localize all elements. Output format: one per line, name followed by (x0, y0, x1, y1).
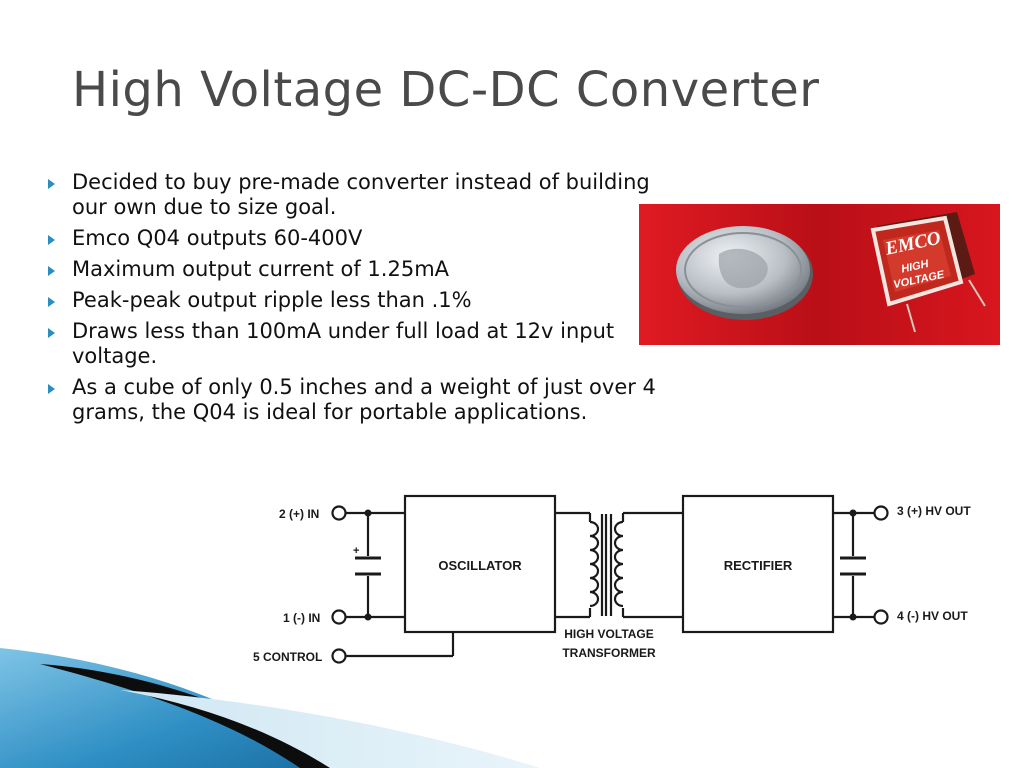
transformer-symbol (589, 514, 624, 616)
junction-dot (849, 509, 857, 517)
oscillator-block (403, 494, 557, 634)
bullet-item: Emco Q04 outputs 60-400V (42, 226, 662, 251)
pin3-label: 3 (+) HV OUT (897, 504, 971, 518)
bullet-item: Peak-peak output ripple less than .1% (42, 288, 662, 313)
bullet-text: Draws less than 100mA under full load at… (72, 319, 615, 368)
bullet-text: As a cube of only 0.5 inches and a weigh… (72, 375, 656, 424)
triangle-right-icon (48, 297, 55, 307)
terminal-pin5 (331, 648, 347, 664)
pin5-label: 5 CONTROL (253, 650, 322, 664)
pin4-label: 4 (-) HV OUT (897, 609, 968, 623)
block-diagram: + (253, 494, 971, 664)
module-label-line1: HIGH (900, 258, 930, 276)
bullet-item: Maximum output current of 1.25mA (42, 257, 662, 282)
junction-dot (849, 613, 857, 621)
rectifier-block (681, 494, 835, 634)
terminal-pin1 (331, 609, 347, 625)
triangle-right-icon (48, 384, 55, 394)
bullet-item: Draws less than 100mA under full load at… (42, 319, 632, 369)
input-capacitor (355, 556, 381, 576)
emco-module-image: EMCO HIGH VOLTAGE (870, 212, 986, 333)
bullet-text: Maximum output current of 1.25mA (72, 257, 450, 281)
bullet-item: As a cube of only 0.5 inches and a weigh… (42, 375, 662, 425)
bullet-text: Emco Q04 outputs 60-400V (72, 226, 363, 250)
triangle-right-icon (48, 328, 55, 338)
terminal-pin3 (873, 505, 889, 521)
pin2-label: 2 (+) IN (279, 507, 319, 521)
product-photo: EMCO HIGH VOLTAGE (639, 204, 1000, 345)
bullet-text: Peak-peak output ripple less than .1% (72, 288, 472, 312)
terminal-pin2 (331, 505, 347, 521)
output-capacitor (840, 556, 866, 576)
coin-image (676, 226, 813, 320)
transformer-label-line2: TRANSFORMER (562, 646, 656, 660)
bullet-text: Decided to buy pre-made converter instea… (72, 170, 650, 219)
triangle-right-icon (48, 235, 55, 245)
triangle-right-icon (48, 266, 55, 276)
triangle-right-icon (48, 179, 55, 189)
rectifier-label: RECTIFIER (724, 558, 793, 573)
pin1-label: 1 (-) IN (283, 611, 320, 625)
bullet-item: Decided to buy pre-made converter instea… (42, 170, 662, 220)
slide-title: High Voltage DC-DC Converter (72, 62, 820, 118)
oscillator-label: OSCILLATOR (438, 558, 522, 573)
junction-dot (364, 509, 372, 517)
transformer-label-line1: HIGH VOLTAGE (564, 627, 654, 641)
terminal-pin4 (873, 609, 889, 625)
junction-dot (364, 613, 372, 621)
bullet-list: Decided to buy pre-made converter instea… (42, 170, 662, 431)
capacitor-polarity-label: + (353, 545, 359, 557)
